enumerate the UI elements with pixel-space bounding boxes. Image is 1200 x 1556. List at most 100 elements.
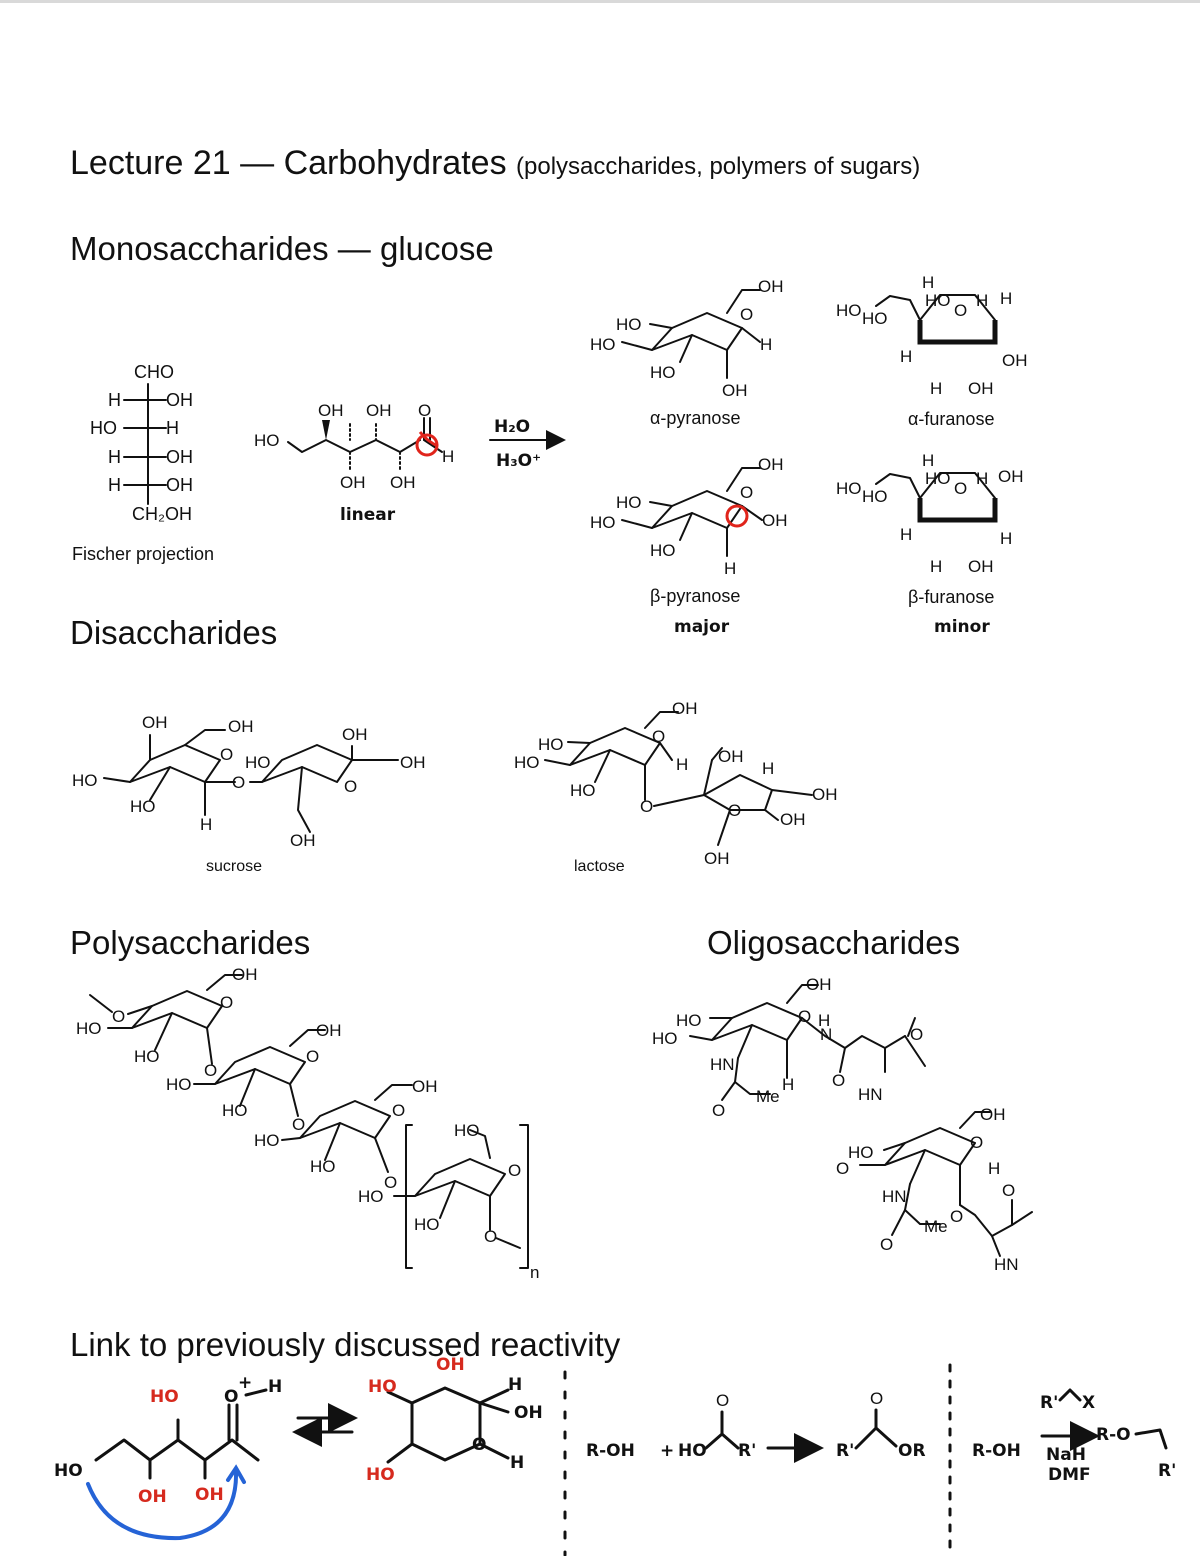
fischer-projection [123, 383, 167, 505]
bf-ho-2: HO [862, 487, 888, 506]
lac-o-3: O [728, 801, 741, 820]
lac-ho-2: HO [514, 753, 540, 772]
ester-roh: R-OH [586, 1441, 635, 1461]
lac-ho-3: HO [570, 781, 596, 800]
lac-oh-3: OH [812, 785, 838, 804]
bp-oh-top: OH [758, 455, 784, 474]
bf-h-1: H [976, 469, 988, 488]
linear-h: H [442, 447, 454, 466]
suc-o-3: O [344, 777, 357, 796]
af-h-3: H [900, 347, 912, 366]
olig1-o-3: O [832, 1071, 845, 1090]
poly-ho-7: HO [454, 1121, 480, 1140]
ester-prod-r: R' [836, 1441, 854, 1461]
af-h-top: H [922, 273, 934, 292]
af-h-2: H [1000, 289, 1012, 308]
caption-beta-furanose: β-furanose [908, 587, 995, 607]
alpha-pyranose: OH O H HO HO HO OH [590, 277, 784, 400]
olig2-h: H [988, 1159, 1000, 1178]
poly-o-1: O [112, 1007, 125, 1026]
olig1-oh: OH [806, 975, 832, 994]
linear-oh1: OH [318, 401, 344, 420]
poly-oh-3: OH [412, 1077, 438, 1096]
rx2-ho-2: HO [366, 1465, 395, 1485]
beta-pyranose: OH O OH HO HO HO H major [590, 455, 788, 637]
linear-glucose: HO OH OH O H OH OH linear [254, 401, 454, 525]
bf-h-4: H [930, 557, 942, 576]
bf-h-top: H [922, 451, 934, 470]
lac-h-2: H [762, 759, 774, 778]
lac-oh-2: OH [718, 747, 744, 766]
poly-ho-9: HO [414, 1215, 440, 1234]
bp-ho-3: HO [650, 541, 676, 560]
olig1-me: Me [756, 1087, 780, 1106]
reactivity-williamson: R-OH R' X NaH DMF R-O R' [972, 1388, 1176, 1485]
suc-oh-4: OH [400, 753, 426, 772]
rx2-oh-red: OH [436, 1355, 465, 1375]
bp-oh: OH [762, 511, 788, 530]
af-ho-1: HO [836, 301, 862, 320]
olig1-o-2: O [712, 1101, 725, 1120]
rx-h: H [268, 1377, 282, 1397]
ap-oh-bottom: OH [722, 381, 748, 400]
bp-ho-2: HO [590, 513, 616, 532]
rx2-ho-1: HO [368, 1377, 397, 1397]
ap-ho-1: HO [616, 315, 642, 334]
fischer-bottom: CH₂OH [132, 504, 192, 524]
suc-o-2: O [232, 773, 245, 792]
olig2-hn: HN [882, 1187, 907, 1206]
bp-h: H [724, 559, 736, 578]
poly-ho-5: HO [254, 1131, 280, 1150]
af-ho-3: HO [925, 291, 951, 310]
poly-subscript-n: n [530, 1263, 539, 1282]
poly-ho-6: HO [310, 1157, 336, 1176]
linear-label: linear [340, 505, 396, 525]
rx-oh-red-1: OH [138, 1487, 167, 1507]
poly-ho-4: HO [222, 1101, 248, 1120]
suc-ho-2: HO [245, 753, 271, 772]
alpha-furanose: HO HO H HO O H H OH H H OH [836, 273, 1028, 398]
caption-lactose: lactose [574, 858, 625, 875]
olig1-h: H [818, 1011, 830, 1030]
ester-or: OR [898, 1441, 926, 1461]
rx-ho-chain: HO [54, 1461, 83, 1481]
caption-alpha-furanose: α-furanose [908, 409, 995, 429]
suc-ho-1: HO [72, 771, 98, 790]
poly-o-9: O [484, 1227, 497, 1246]
ether-roh: R-OH [972, 1441, 1021, 1461]
ether-dmf: DMF [1048, 1465, 1091, 1485]
rx2-h-2: H [510, 1453, 524, 1473]
fischer-row3-left: H [108, 447, 121, 467]
condition-h3o: H₃O⁺ [496, 451, 541, 471]
ap-ho-2: HO [590, 335, 616, 354]
poly-o-7: O [384, 1173, 397, 1192]
bp-o: O [740, 483, 753, 502]
reactivity-esterification: R-OH + HO O R' R' O OR [586, 1389, 926, 1463]
olig1-o: O [798, 1007, 811, 1026]
suc-oh-1: OH [142, 713, 168, 732]
rx-o: O [224, 1387, 238, 1407]
olig1-ho-1: HO [676, 1011, 702, 1030]
reactivity-hemiacetal: HO HO O + H OH OH HO HO OH H OH O H [54, 1355, 543, 1541]
fischer-caption: Fischer projection [72, 544, 215, 564]
ester-o-2: O [870, 1389, 883, 1408]
bf-h-3: H [900, 525, 912, 544]
heading-polysaccharides: Polysaccharides [70, 924, 311, 961]
af-oh-2: OH [968, 379, 994, 398]
top-border [0, 0, 1200, 3]
linear-oh3: OH [340, 473, 366, 492]
olig1-ho-2: HO [652, 1029, 678, 1048]
ester-r1: R' [738, 1441, 756, 1461]
heading-link-reactivity: Link to previously discussed reactivity [70, 1326, 621, 1363]
title-main: Lecture 21 — Carbohydrates [70, 144, 507, 182]
polysaccharide-chain: OH O O HO HO O OH O HO HO O OH O HO HO O… [76, 965, 539, 1282]
fischer-row2-right: H [166, 418, 179, 438]
olig2-o-3: O [880, 1235, 893, 1254]
lac-o-1: O [652, 727, 665, 746]
fischer-row2-left: HO [90, 418, 117, 438]
ap-h: H [760, 335, 772, 354]
poly-ho-1: HO [76, 1019, 102, 1038]
lactose-structure: OH O HO HO HO H OH H O O OH OH OH [514, 699, 838, 868]
ester-ho: HO [678, 1441, 707, 1461]
